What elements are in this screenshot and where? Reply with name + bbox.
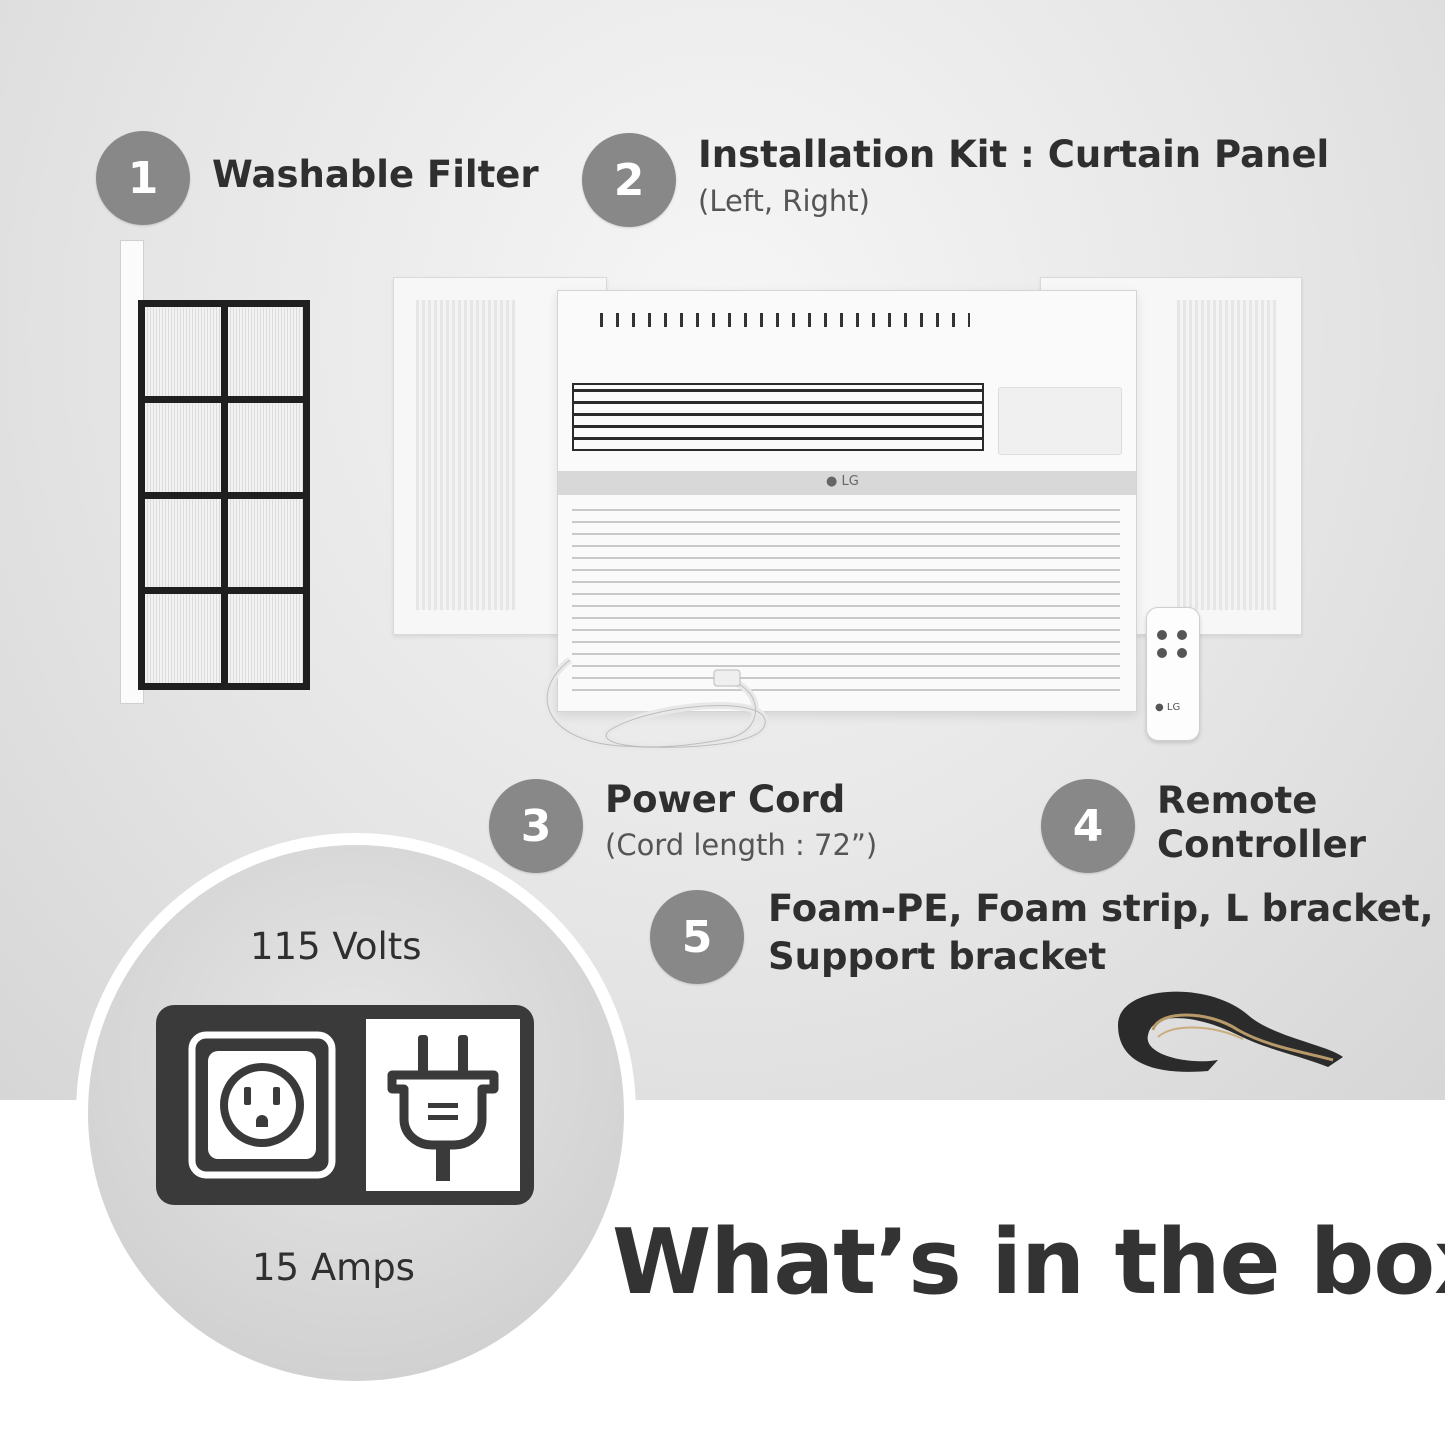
label-foam: Foam-PE, Foam strip, L bracket, — [768, 887, 1434, 930]
sub-installation-kit: (Left, Right) — [698, 184, 870, 218]
outlet-plug-icon-card — [156, 1005, 534, 1205]
amperage-text: 15 Amps — [252, 1246, 415, 1289]
label-remote: Remote — [1157, 779, 1318, 822]
badge-2: 2 — [582, 133, 676, 227]
voltage-text: 115 Volts — [250, 925, 422, 968]
badge-5: 5 — [650, 890, 744, 984]
washable-filter-image — [138, 300, 310, 690]
badge-3: 3 — [489, 779, 583, 873]
outlet-icon — [188, 1031, 336, 1179]
plug-icon-panel — [366, 1019, 520, 1191]
label-power-cord: Power Cord — [605, 778, 846, 821]
power-cord-image — [543, 657, 769, 751]
label-installation-kit: Installation Kit : Curtain Panel — [698, 133, 1330, 176]
label-support-bracket: Support bracket — [768, 935, 1107, 978]
sub-power-cord: (Cord length : 72”) — [605, 828, 878, 862]
label-washable-filter: Washable Filter — [212, 153, 539, 196]
air-conditioner-image: ● LG — [557, 290, 1137, 712]
badge-4: 4 — [1041, 779, 1135, 873]
badge-1: 1 — [96, 131, 190, 225]
plug-icon — [387, 1035, 499, 1181]
page-title: What’s in the box — [612, 1210, 1445, 1315]
label-controller: Controller — [1157, 823, 1366, 866]
remote-controller-image: ● LG — [1146, 607, 1200, 741]
foam-strip-image — [1118, 991, 1343, 1072]
